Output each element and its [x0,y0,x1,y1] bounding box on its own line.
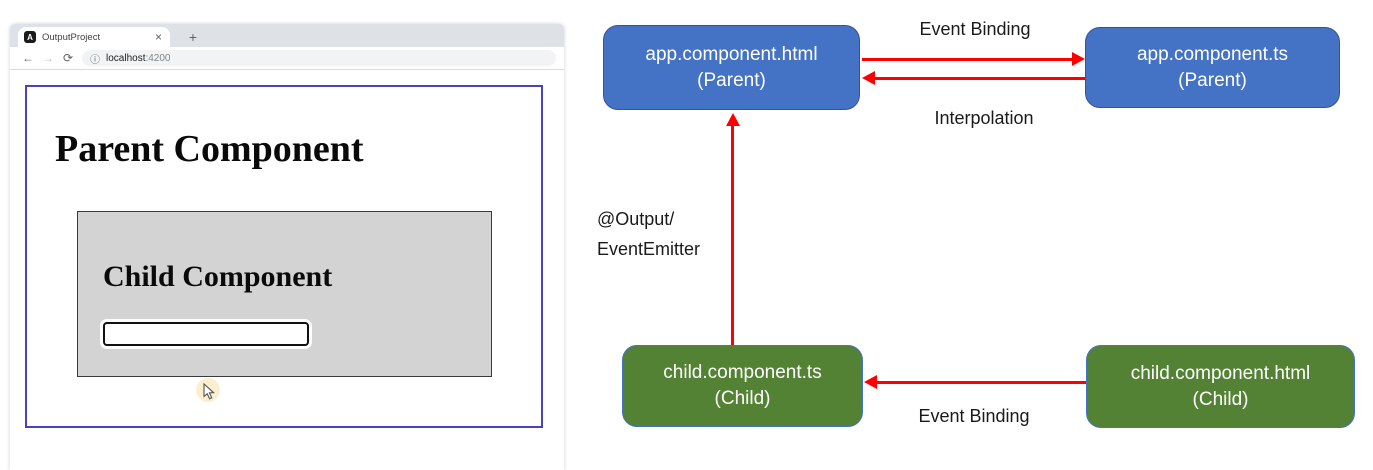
back-icon[interactable]: ← [22,51,34,65]
label-output-eventemitter: @Output/ EventEmitter [597,204,700,264]
page-info-icon[interactable]: ⓘ [90,54,100,66]
box-line2: (Child) [714,388,771,409]
arrowhead-up-icon [726,113,740,126]
browser-tab[interactable]: A OutputProject × [18,27,170,47]
parent-component-container: Parent Component Child Component [25,85,543,428]
diagram-box-app-component-html: app.component.html (Parent) [603,25,860,110]
url-port: :4200 [145,52,171,64]
label-interpolation: Interpolation [934,108,1034,128]
arrow-event-binding-bottom [876,381,1086,384]
arrow-output-eventemitter [731,125,734,345]
box-line1: child.component.html [1130,362,1311,384]
label-output-line1: @Output/ [597,209,675,229]
reload-icon[interactable]: ⟳ [62,51,74,65]
child-text-input[interactable] [103,322,309,346]
url-host: localhost [106,52,146,64]
forward-icon[interactable]: → [42,51,54,65]
child-heading: Child Component [103,260,333,293]
box-line1: child.component.ts [663,362,822,383]
arrowhead-right-icon [1072,52,1085,66]
arrow-interpolation [874,77,1085,80]
diagram-box-app-component-ts: app.component.ts (Parent) [1085,27,1340,108]
box-line2: (Child) [1192,388,1249,410]
label-event-binding-bottom: Event Binding [918,406,1030,426]
box-line1: app.component.html [645,43,818,65]
browser-window: A OutputProject × + ← → ⟳ ⓘ localhost:42… [10,24,564,470]
angular-logo-icon: A [24,31,36,43]
url-text: localhost:4200 [106,53,171,64]
tab-title: OutputProject [42,31,101,43]
arrowhead-left-icon [862,71,875,85]
label-output-line2: EventEmitter [597,239,701,259]
label-event-binding-top: Event Binding [919,19,1031,39]
diagram-box-child-component-ts: child.component.ts (Child) [622,345,863,427]
box-line2: (Parent) [1178,69,1247,91]
child-component-container: Child Component [77,211,492,377]
arrow-event-binding-top [862,58,1073,61]
new-tab-button[interactable]: + [188,29,198,45]
arrowhead-left-icon [864,375,877,389]
parent-heading: Parent Component [55,128,364,170]
box-line2: (Parent) [697,69,766,91]
diagram-box-child-component-html: child.component.html (Child) [1086,345,1355,428]
mouse-cursor [196,378,220,402]
page-content: Parent Component Child Component [10,70,564,469]
close-tab-icon[interactable]: × [154,30,162,44]
url-field[interactable]: ⓘ localhost:4200 [82,50,556,66]
box-line1: app.component.ts [1136,43,1289,65]
tab-strip: A OutputProject × + [10,24,564,47]
address-bar: ← → ⟳ ⓘ localhost:4200 [10,47,564,70]
